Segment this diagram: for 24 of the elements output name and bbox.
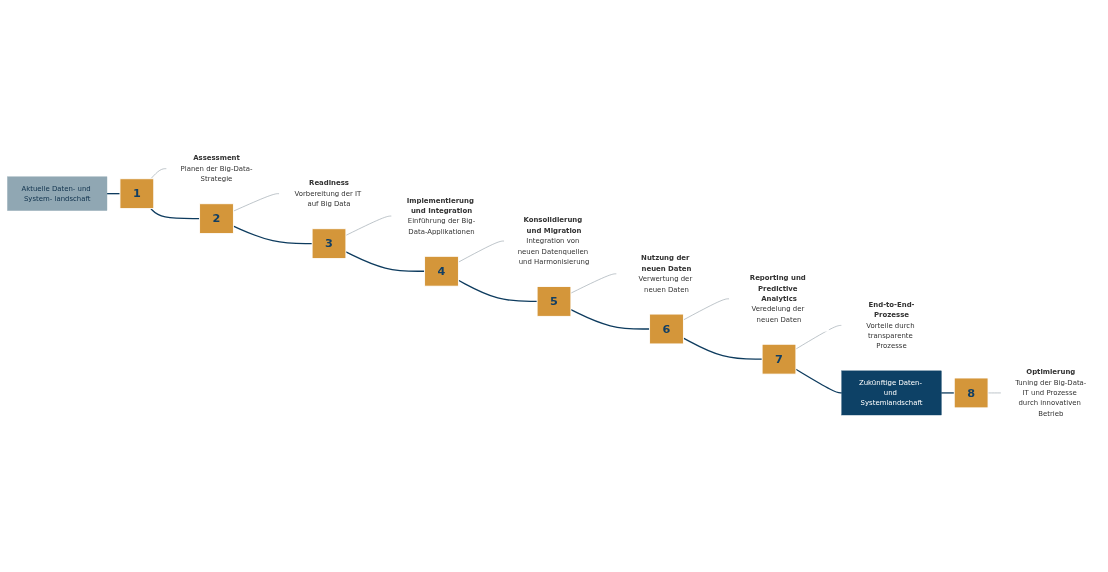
connector bbox=[345, 215, 393, 236]
connector bbox=[457, 279, 538, 303]
connector bbox=[987, 392, 1002, 394]
node-box: 5 bbox=[536, 286, 572, 317]
connector bbox=[233, 193, 280, 212]
connector bbox=[940, 392, 955, 394]
node-box: 6 bbox=[649, 313, 684, 345]
connector bbox=[570, 273, 618, 294]
node-box: 8 bbox=[953, 377, 989, 409]
node-box: 3 bbox=[311, 228, 347, 259]
node-box: 4 bbox=[424, 255, 459, 287]
connector bbox=[683, 298, 730, 321]
connector bbox=[795, 325, 843, 350]
connector bbox=[458, 240, 505, 263]
connector bbox=[795, 368, 843, 394]
node-box: 1 bbox=[119, 178, 155, 210]
connector bbox=[232, 225, 313, 245]
connector bbox=[345, 251, 426, 272]
connector bbox=[150, 168, 168, 180]
connector bbox=[150, 207, 201, 220]
node-box: 2 bbox=[199, 203, 234, 235]
node-box: 7 bbox=[761, 343, 797, 375]
connector bbox=[682, 337, 763, 360]
connector bbox=[570, 309, 651, 330]
